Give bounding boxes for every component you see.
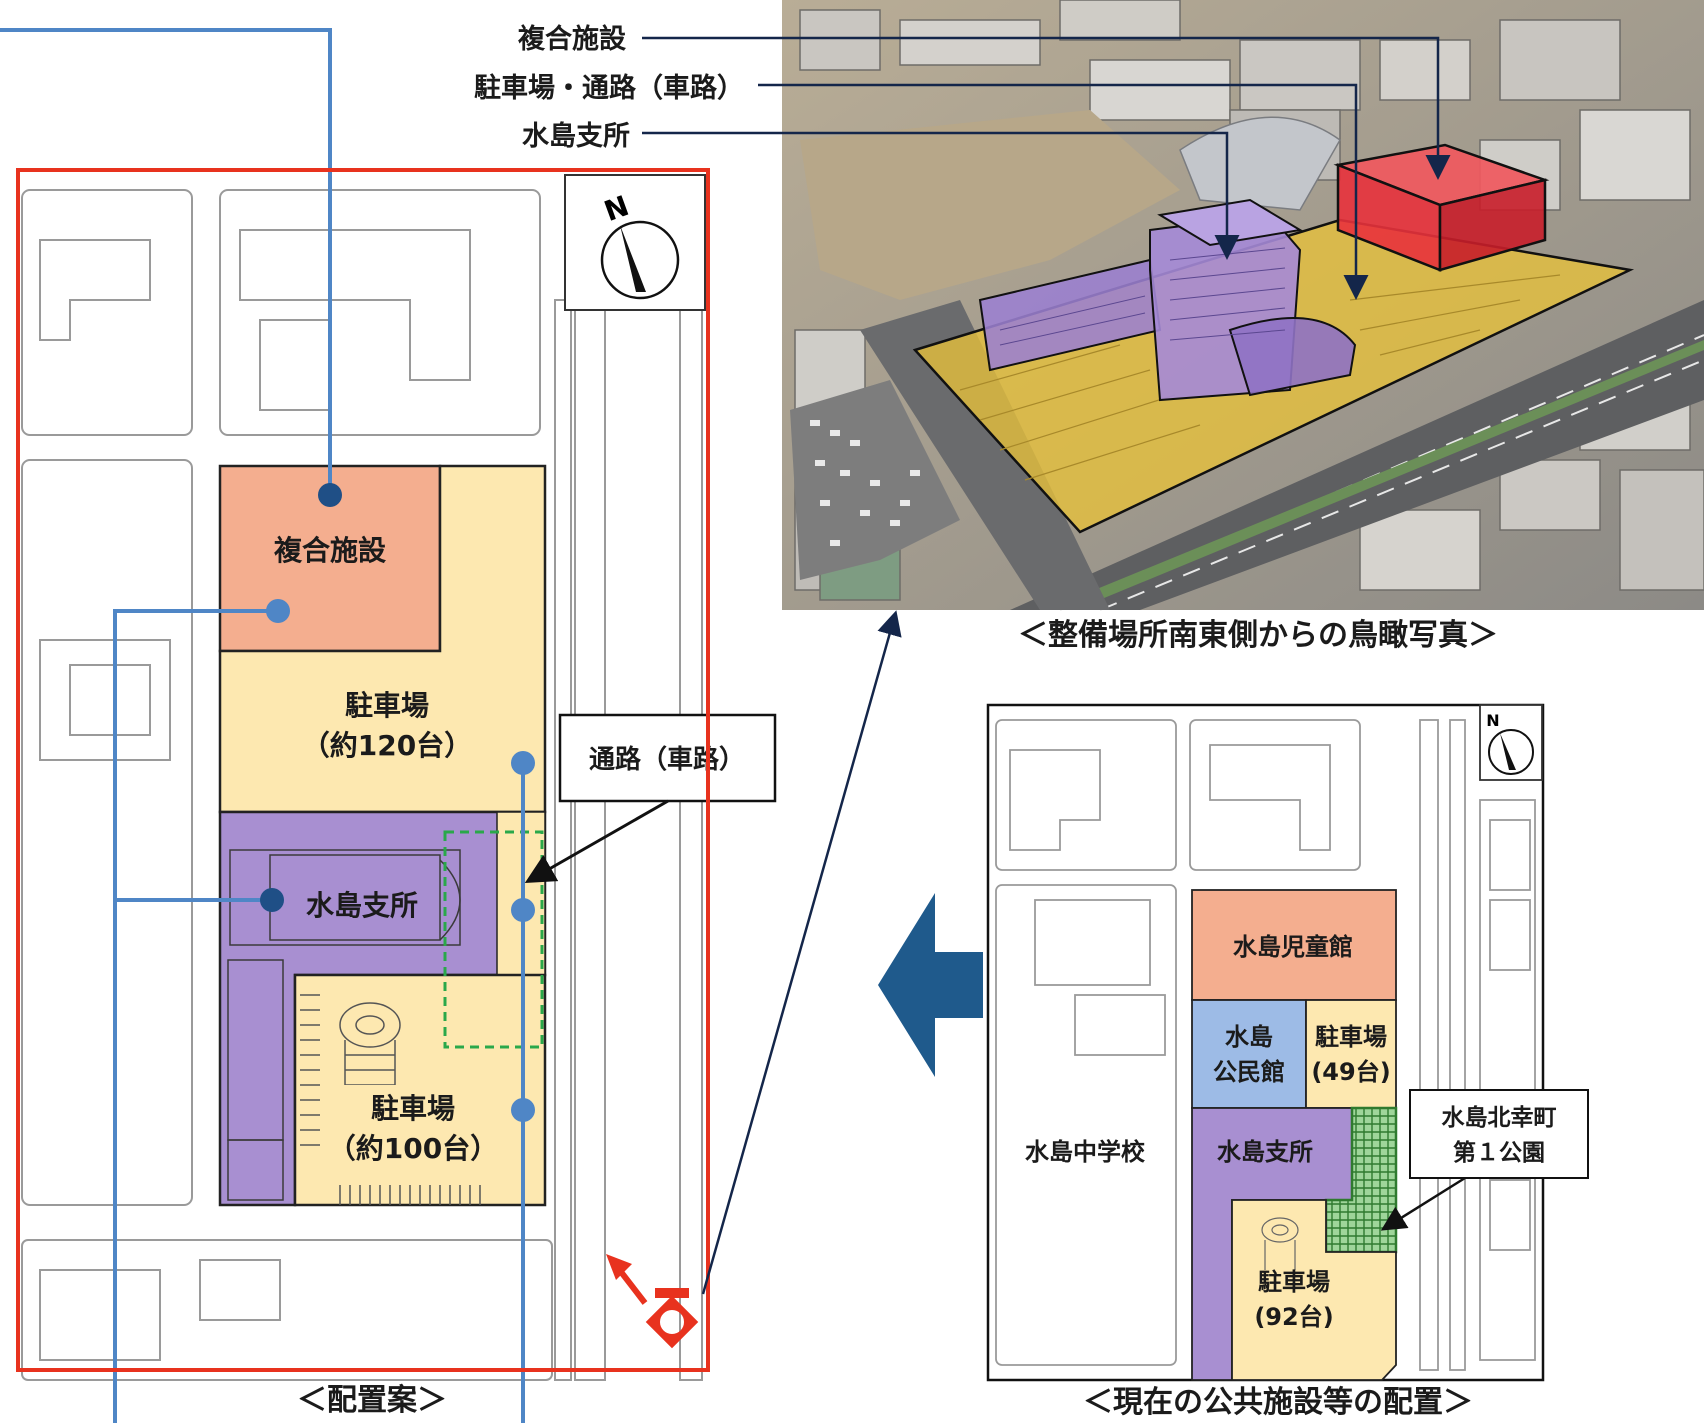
parking-92-count: (92台)	[1254, 1303, 1333, 1331]
camera-to-aerial-line	[701, 610, 902, 1295]
aerial-label-parking-road: 駐車場・通路（車路）	[474, 72, 744, 104]
aerial-schoolyard	[800, 110, 1180, 300]
parking-49-count: (49台)	[1311, 1058, 1390, 1086]
plan-background-blocks	[21, 189, 703, 1381]
current-compass-needle-icon	[1500, 733, 1516, 770]
ramp-symbol	[339, 1002, 401, 1086]
parking-north-label: 駐車場	[345, 689, 429, 722]
community-hall-block	[1191, 999, 1307, 1109]
aerial-parking-lot	[790, 380, 960, 580]
childrens-hall-block	[1191, 889, 1397, 1001]
parking-49-label: 駐車場	[1315, 1023, 1387, 1051]
big-left-arrow-icon	[878, 893, 983, 1077]
parking-south-label-bg	[335, 1085, 505, 1173]
compass-needle-icon	[620, 225, 646, 292]
aerial-main-road	[1010, 300, 1704, 610]
road-callout: 通路（車路）	[524, 713, 777, 883]
community-hall-label-2: 公民館	[1213, 1058, 1285, 1086]
childrens-hall-label: 水島児童館	[1233, 933, 1353, 961]
current-map: 水島児童館 水島 公民館 駐車場 (49台) 水島中学校 水島支所 駐車場 (9…	[986, 703, 1589, 1420]
park-callout-line2: 第１公園	[1453, 1139, 1545, 1166]
aerial-leader-lines	[642, 36, 1451, 300]
parking-north-count: （約120台）	[302, 729, 472, 762]
aerial-parking-zone-texture	[959, 274, 1561, 481]
plan-leader-dots	[260, 483, 535, 1122]
parking-stripes	[300, 994, 481, 1205]
parking-92-label: 駐車場	[1258, 1268, 1330, 1296]
current-north-compass: N	[1479, 704, 1543, 781]
current-north-letter: N	[1486, 711, 1499, 730]
current-background-blocks	[995, 719, 1536, 1371]
parking-92-block	[1231, 1199, 1397, 1381]
park-callout-line1: 水島北幸町	[1442, 1104, 1557, 1131]
junior-high-label: 水島中学校	[1025, 1138, 1146, 1166]
parking-south-label: 駐車場	[371, 1092, 455, 1125]
plan-caption: ＜配置案＞	[297, 1383, 447, 1418]
aerial-side-road	[860, 300, 1110, 610]
community-hall-label-1: 水島	[1225, 1023, 1273, 1051]
parking-south-count: （約100台）	[328, 1132, 498, 1165]
aerial-branch-building	[978, 198, 1357, 402]
current-caption: ＜現在の公共施設等の配置＞	[1083, 1385, 1473, 1420]
aerial-label-complex: 複合施設	[518, 23, 627, 55]
aerial-photo: 複合施設 駐車場・通路（車路） 水島支所 ＜整備場所南東側からの鳥瞰写真＞	[474, 0, 1704, 653]
camera-viewpoint-icon	[606, 1254, 699, 1349]
current-ramp-symbol	[1261, 1217, 1299, 1270]
current-branch-label: 水島支所	[1217, 1138, 1313, 1166]
layout-plan: 複合施設 駐車場 （約120台） 水島支所 駐車場 （約100台） 通路（車路）	[0, 28, 777, 1423]
parking-49-block	[1305, 999, 1397, 1109]
aerial-caption: ＜整備場所南東側からの鳥瞰写真＞	[1018, 618, 1498, 653]
road-callout-label: 通路（車路）	[589, 744, 745, 775]
aerial-label-branch: 水島支所	[522, 121, 630, 152]
plan-north-compass: N	[564, 174, 706, 311]
aerial-median-green	[1070, 340, 1704, 608]
park-callout: 水島北幸町 第１公園	[1380, 1089, 1589, 1231]
branch-office-label: 水島支所	[306, 889, 418, 922]
plan-leader-lines	[0, 28, 525, 1423]
plan-red-frame	[16, 168, 710, 1372]
road-dashed-outline	[443, 830, 544, 1049]
complex-facility-label: 複合施設	[274, 534, 387, 567]
